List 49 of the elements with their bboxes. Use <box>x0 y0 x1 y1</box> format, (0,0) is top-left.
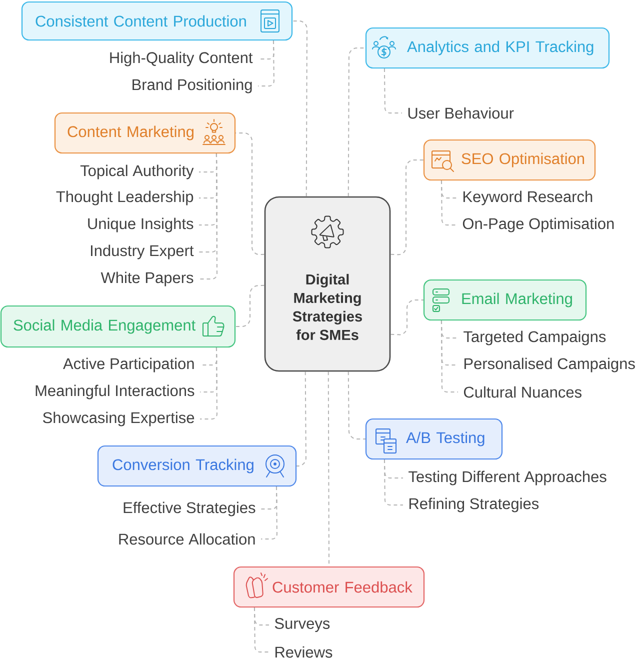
connector-line <box>292 20 308 197</box>
connector-line <box>296 371 306 466</box>
subtopic-label: Topical Authority <box>80 164 194 180</box>
subtopic-label: Reviews <box>275 646 332 658</box>
connector-line <box>254 607 270 652</box>
subtopic-label: On-Page Optimisation <box>462 218 614 232</box>
category-box: A/B Testing <box>365 418 503 460</box>
subtopic-label: White Papers <box>100 272 194 286</box>
connector-line <box>390 300 424 336</box>
subtopic-label: Surveys <box>274 618 330 632</box>
subtopic-label: High-Quality Content <box>110 52 253 66</box>
subtopic-label: Targeted Campaigns <box>464 330 606 346</box>
connector-line <box>260 486 278 540</box>
connector-line <box>198 153 218 280</box>
subtopic-label: Resource Allocation <box>119 533 255 545</box>
category-box: Social Media Engagement <box>0 305 236 348</box>
subtopic-label: Effective Strategies <box>124 502 256 516</box>
topic-box: Digital Marketing Strategies for SMEs <box>264 196 391 372</box>
subtopic-label: Brand Positioning <box>132 78 252 94</box>
subtopic-label: Thought Leadership <box>56 190 194 206</box>
subtopic-label: Meaningful Interactions <box>36 384 194 400</box>
connector-line <box>384 68 402 114</box>
subtopic-label: Unique Insights <box>88 218 194 232</box>
subtopic-label: User Behaviour <box>408 107 514 119</box>
connector-line <box>440 320 458 392</box>
category-box: Email Marketing <box>423 279 587 321</box>
subtopic-label: Keyword Research <box>463 190 592 206</box>
subtopic-label: Industry Expert <box>91 244 194 260</box>
category-box: Analytics and KPI Tracking <box>365 27 610 69</box>
connector-line <box>258 40 274 86</box>
subtopic-label: Showcasing Expertise <box>43 412 194 426</box>
subtopic-label: Testing Different Approaches <box>408 470 606 486</box>
connector-line <box>440 180 458 226</box>
subtopic-label: Cultural Nuances <box>464 386 582 398</box>
connector-line <box>348 371 366 440</box>
category-box: Conversion Tracking <box>97 445 297 487</box>
connector-line <box>348 48 366 197</box>
subtopic-label: Refining Strategies <box>409 498 539 512</box>
category-box: SEO Optimisation <box>423 139 596 181</box>
connector-line <box>384 459 404 506</box>
connector-line <box>390 160 424 256</box>
category-box: Consistent Content Production <box>21 1 293 41</box>
subtopic-label: Active Participation <box>63 358 194 372</box>
connector-line <box>200 347 218 420</box>
subtopic-label: Personalised Campaigns <box>464 358 635 372</box>
connector-line <box>235 132 265 256</box>
connector-line <box>235 284 265 327</box>
category-box: Customer Feedback <box>233 566 425 608</box>
category-box: Content Marketing <box>54 112 236 154</box>
